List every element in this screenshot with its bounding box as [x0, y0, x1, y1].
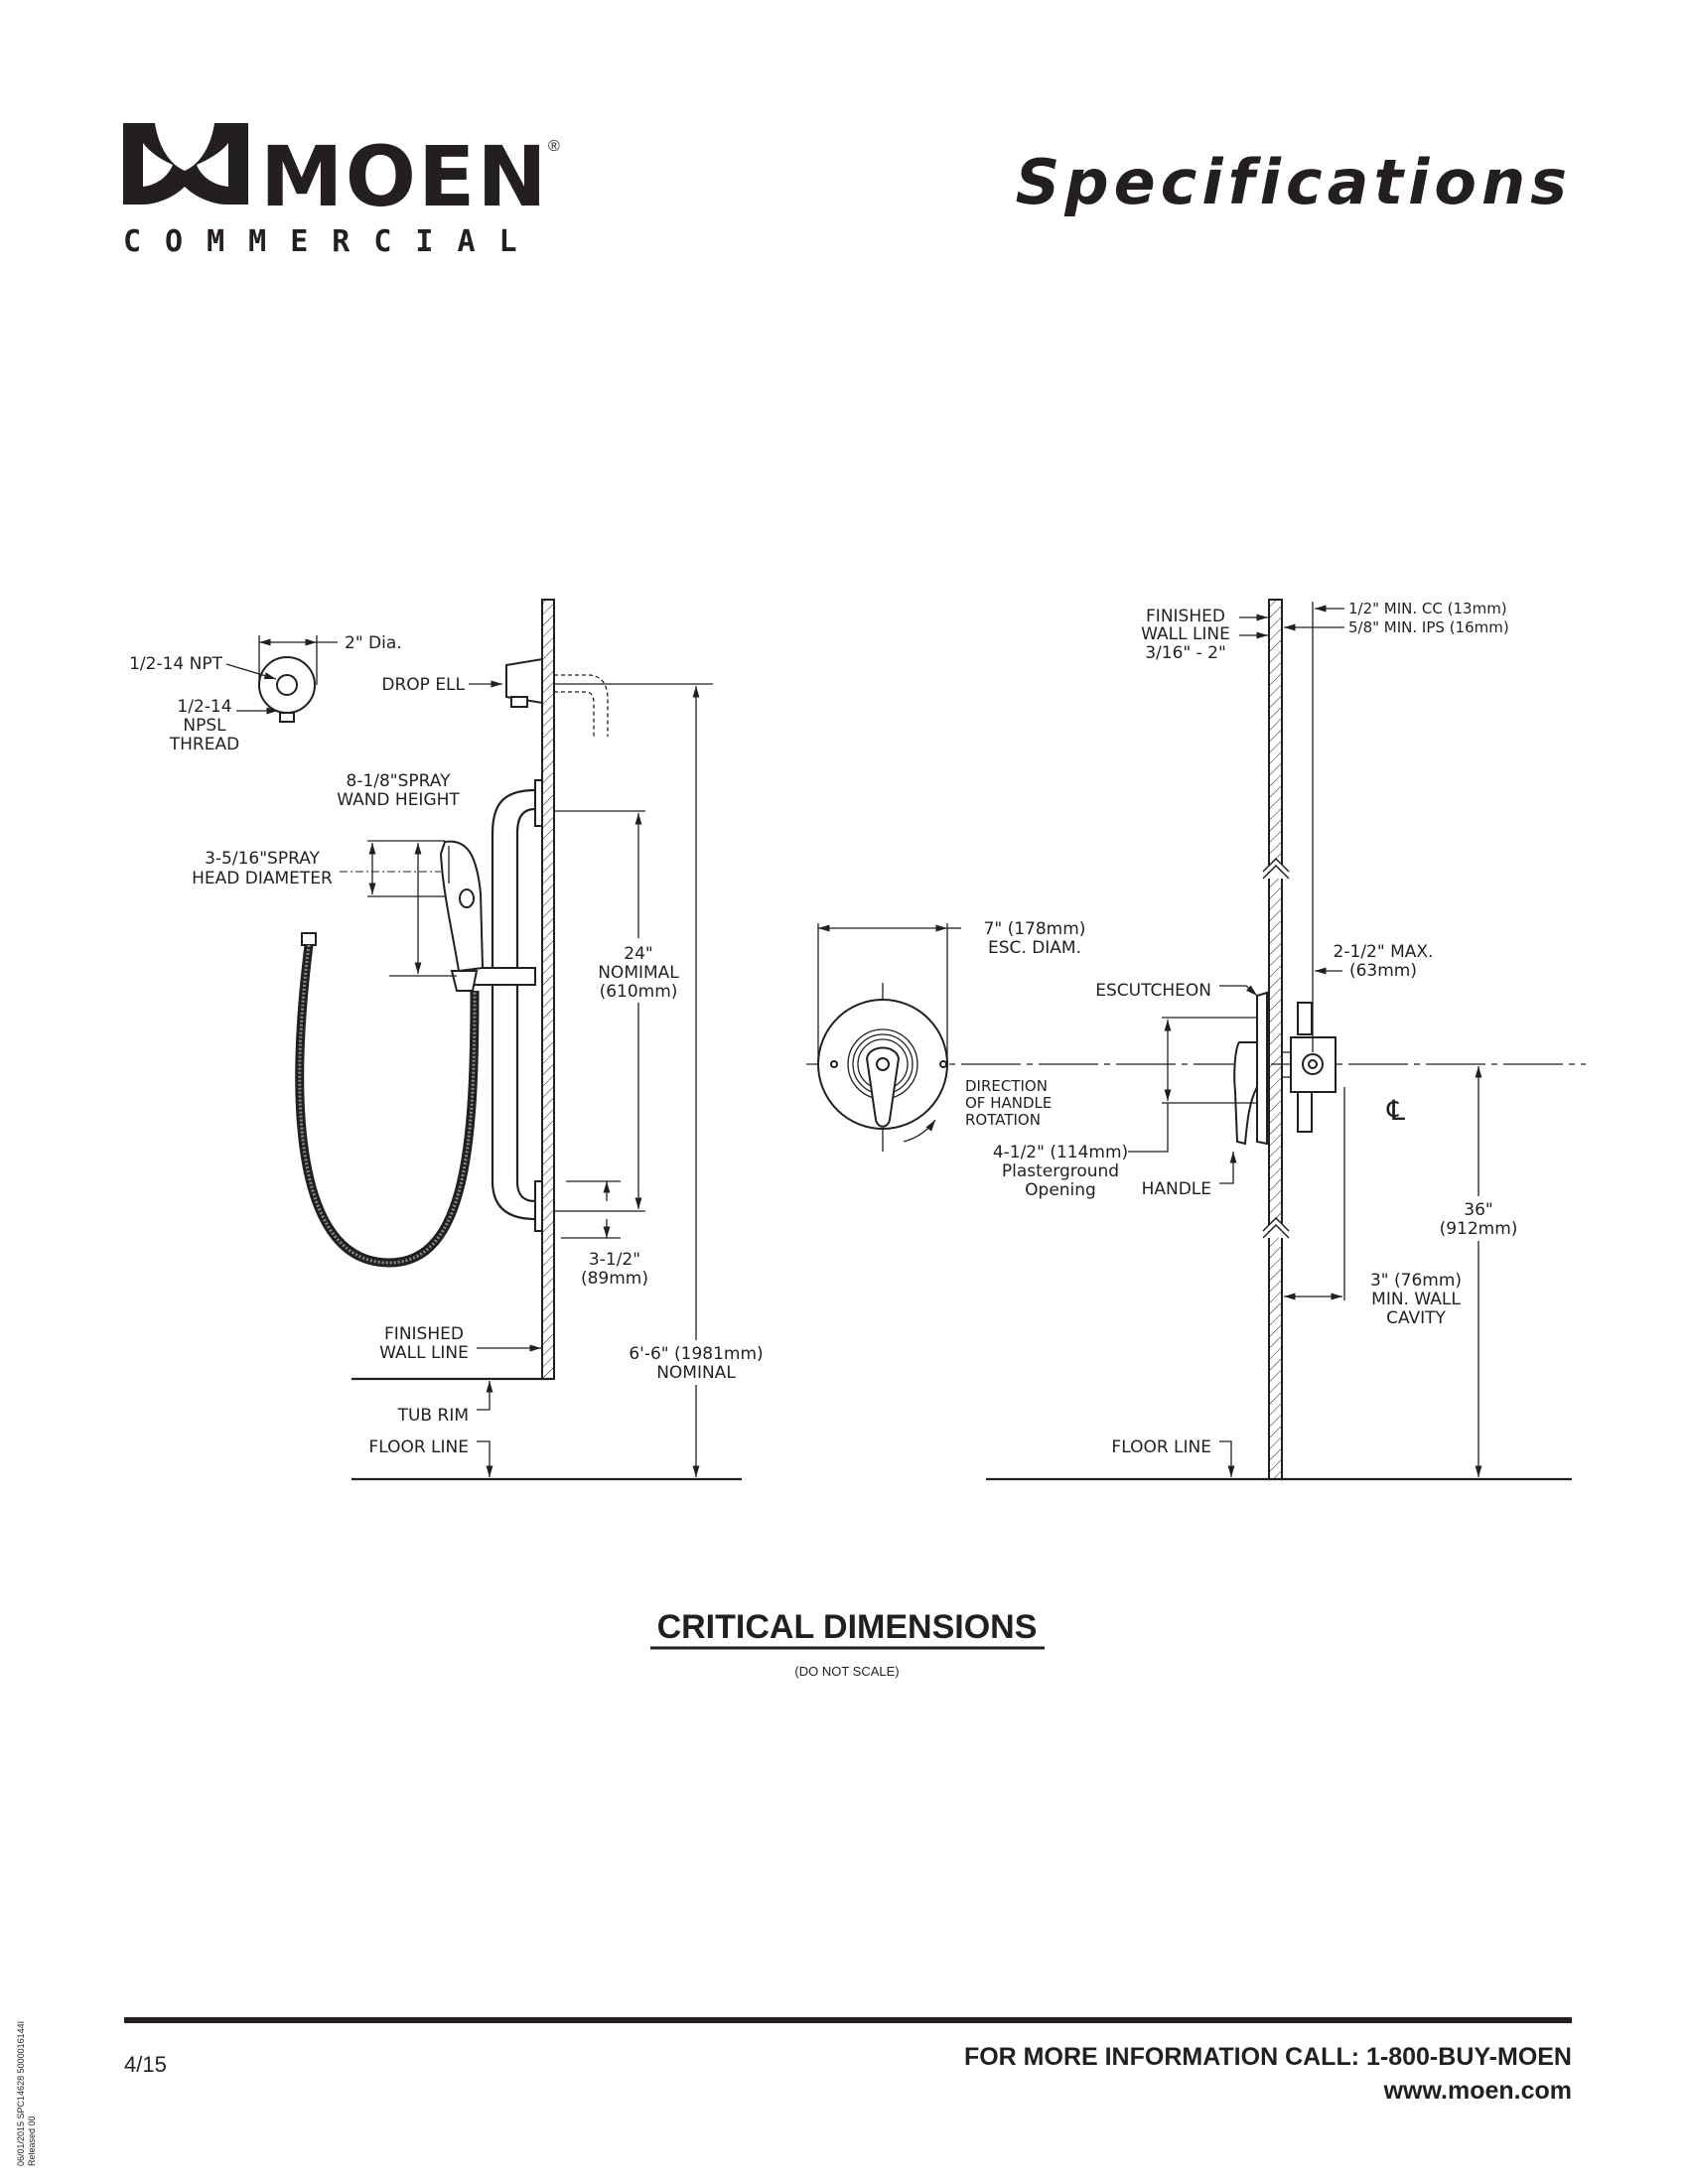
- esc-diam-label-2: ESC. DIAM.: [988, 938, 1081, 958]
- head-diameter-label-1: 3-5/16"SPRAY: [205, 849, 320, 869]
- wand-height-label-2: WAND HEIGHT: [337, 790, 460, 810]
- bar-length-label-3: (610mm): [600, 982, 678, 1002]
- wall-cavity-label-1: 3" (76mm): [1370, 1271, 1462, 1291]
- height-label-2: (912mm): [1440, 1219, 1518, 1239]
- handle-side: [1233, 1041, 1258, 1146]
- max-depth-label-1: 2-1/2" MAX.: [1334, 942, 1434, 962]
- wall-cavity-label-3: CAVITY: [1386, 1308, 1446, 1328]
- right-finished-wall-label-3: 3/16" - 2": [1145, 643, 1226, 663]
- centerline-symbol: ℄: [1386, 1094, 1405, 1127]
- handle-label: HANDLE: [1142, 1179, 1211, 1199]
- hose-fitting: [301, 932, 317, 946]
- caption-note: (DO NOT SCALE): [794, 1664, 899, 1679]
- cc-label: 1/2" MIN. CC (13mm): [1348, 600, 1507, 617]
- bar-offset-label-1: 3-1/2": [589, 1250, 640, 1270]
- footer-contact: FOR MORE INFORMATION CALL: 1-800-BUY-MOE…: [964, 2043, 1572, 2071]
- right-finished-wall-label-2: WALL LINE: [1141, 624, 1230, 644]
- side-code-line-2: Released 00: [27, 2116, 37, 2166]
- overall-height-label-2: NOMINAL: [656, 1363, 736, 1383]
- bar-length-label-1: 24": [624, 944, 652, 964]
- rotation-label-3: ROTATION: [965, 1111, 1041, 1129]
- escutcheon-side: [1256, 991, 1268, 1146]
- side-code-line-1: 06/01/2015 SPC14628 5000016144I: [16, 2021, 26, 2166]
- height-label-1: 36": [1464, 1200, 1492, 1220]
- floor-line-label: FLOOR LINE: [368, 1437, 469, 1457]
- escutcheon-label: ESCUTCHEON: [1095, 981, 1211, 1001]
- finished-wall-label-2: WALL LINE: [379, 1343, 469, 1363]
- brand-sub: COMMERCIAL: [123, 224, 541, 259]
- bar-length-label-2: NOMIMAL: [598, 963, 679, 983]
- finished-wall-right: [1268, 599, 1283, 1480]
- page-title: Specifications: [1016, 146, 1572, 218]
- registered-mark: ®: [548, 138, 560, 155]
- rotation-arrow: [903, 1119, 936, 1143]
- head-diameter-label-2: HEAD DIAMETER: [192, 869, 333, 888]
- plasterground-label-1: 4-1/2" (114mm): [993, 1143, 1128, 1162]
- bar-offset-label-2: (89mm): [581, 1269, 648, 1289]
- npsl-label-3: THREAD: [169, 735, 239, 754]
- rotation-label-1: DIRECTION: [965, 1077, 1048, 1095]
- footer-date: 4/15: [124, 2052, 167, 2077]
- moen-logo: MOEN ® COMMERCIAL: [123, 123, 560, 259]
- max-depth-label-2: (63mm): [1349, 961, 1417, 981]
- caption-title: CRITICAL DIMENSIONS: [657, 1608, 1038, 1646]
- drop-ell-label: DROP ELL: [381, 675, 465, 695]
- npt-label: 1/2-14 NPT: [129, 654, 222, 674]
- side-code: 06/01/2015 SPC14628 5000016144I Released…: [16, 2021, 37, 2166]
- finished-wall-label-1: FINISHED: [384, 1324, 464, 1344]
- wand-height-label-1: 8-1/8"SPRAY: [347, 771, 452, 791]
- tub-rim-label: TUB RIM: [397, 1406, 469, 1426]
- moen-logo-icon: [123, 123, 248, 205]
- plasterground-label-2: Plasterground: [1002, 1161, 1119, 1181]
- brand-name: MOEN: [260, 128, 549, 225]
- esc-diam-label-1: 7" (178mm): [984, 919, 1086, 939]
- right-finished-wall-label-1: FINISHED: [1146, 607, 1225, 626]
- drop-ell-side: [505, 657, 543, 705]
- npsl-label-1: 1/2-14: [177, 697, 231, 717]
- rotation-label-2: OF HANDLE: [965, 1094, 1052, 1112]
- right-floor-line-label: FLOOR LINE: [1111, 1437, 1211, 1457]
- handle-front: [865, 1046, 901, 1128]
- ips-label: 5/8" MIN. IPS (16mm): [1348, 618, 1509, 636]
- finished-wall: [541, 599, 555, 1380]
- dia-label: 2" Dia.: [345, 633, 402, 653]
- overall-height-label-1: 6'-6" (1981mm): [629, 1344, 763, 1364]
- valve-trim-diagram: FINISHED WALL LINE 3/16" - 2" 1/2" MIN. …: [806, 599, 1586, 1481]
- footer-website[interactable]: www.moen.com: [1383, 2077, 1572, 2105]
- hose: [295, 944, 480, 1268]
- wall-cavity-label-2: MIN. WALL: [1371, 1290, 1461, 1309]
- footer-rule: [124, 2017, 1572, 2023]
- spray-head: [439, 840, 485, 973]
- plasterground-label-3: Opening: [1025, 1180, 1096, 1200]
- hand-shower-diagram: 2" Dia. 1/2-14 NPT 1/2-14 NPSL THREAD DR…: [129, 599, 764, 1481]
- npsl-label-2: NPSL: [183, 716, 226, 736]
